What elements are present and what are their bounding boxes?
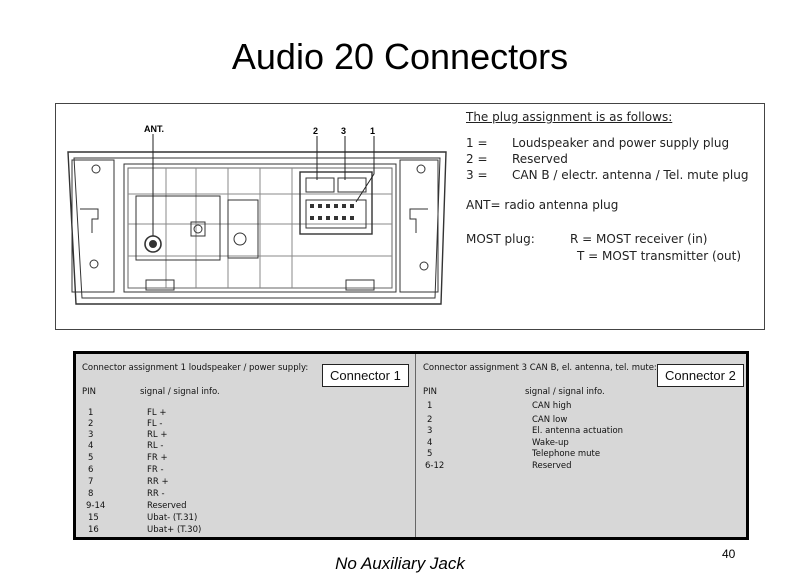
legend-item-number: 2 = (466, 152, 488, 166)
signal-cell: FL + (147, 408, 167, 418)
table-row: 1 CAN high (417, 401, 746, 412)
table-row: 6 FR - (76, 465, 415, 476)
table-row: 5 Telephone mute (417, 449, 746, 460)
connector-2-signal-header: signal / signal info. (525, 387, 605, 397)
pin-cell: 1 (427, 401, 433, 411)
signal-cell: RL + (147, 430, 168, 440)
most-values: R = MOST receiver (in) T = MOST transmit… (570, 232, 741, 263)
table-row: 15 Ubat- (T.31) (76, 513, 415, 524)
signal-cell: FR - (147, 465, 164, 475)
table-row: 3 RL + (76, 430, 415, 441)
legend-antenna: ANT= radio antenna plug (466, 198, 619, 212)
pin-cell: 5 (427, 449, 433, 459)
table-row: 9-14 Reserved (76, 501, 415, 512)
callout-2: 2 (313, 126, 318, 136)
pin-cell: 6 (88, 465, 94, 475)
table-row: 4 RL - (76, 441, 415, 452)
pin-cell: 8 (88, 489, 94, 499)
table-row: 3 El. antenna actuation (417, 426, 746, 437)
connector-1-label: Connector 1 (322, 364, 409, 387)
signal-cell: Telephone mute (532, 449, 601, 459)
signal-cell: RL - (147, 441, 164, 451)
connector-2-column: Connector assignment 3 CAN B, el. antenn… (417, 354, 746, 537)
unit-rear-diagram-panel: ANT. 2 3 1 The plug assignment is as fol… (55, 103, 765, 330)
connector-1-pin-header: PIN (82, 387, 96, 397)
pin-cell: 5 (88, 453, 94, 463)
pin-cell: 4 (427, 438, 433, 448)
table-row: 7 RR + (76, 477, 415, 488)
legend-item-number: 3 = (466, 168, 488, 182)
pin-cell: 3 (88, 430, 94, 440)
pin-cell: 2 (88, 419, 94, 429)
most-key: MOST plug: (466, 232, 535, 246)
unit-rear-drawing: ANT. 2 3 1 (67, 124, 447, 305)
signal-cell: Ubat+ (T.30) (147, 525, 202, 535)
plug-assignment-legend: The plug assignment is as follows: 1 = L… (466, 110, 766, 263)
legend-item: 1 = Loudspeaker and power supply plug (466, 136, 766, 150)
callout-1: 1 (370, 126, 375, 136)
callout-3: 3 (341, 126, 346, 136)
connector-2-heading: Connector assignment 3 CAN B, el. antenn… (423, 363, 657, 373)
table-row: 4 Wake-up (417, 438, 746, 449)
signal-cell: Wake-up (532, 438, 569, 448)
legend-item: 3 = CAN B / electr. antenna / Tel. mute … (466, 168, 766, 182)
signal-cell: Reserved (147, 501, 187, 511)
pin-cell: 16 (88, 525, 99, 535)
connector-2-pin-header: PIN (423, 387, 437, 397)
most-receiver: R = MOST receiver (in) (570, 232, 708, 246)
signal-cell: FL - (147, 419, 163, 429)
pin-cell: 7 (88, 477, 94, 487)
connector-assignment-table: Connector assignment 1 loudspeaker / pow… (73, 351, 749, 540)
legend-item-number: 1 = (466, 136, 488, 150)
signal-cell: RR + (147, 477, 169, 487)
legend-item-text: CAN B / electr. antenna / Tel. mute plug (512, 168, 749, 182)
table-row: 5 FR + (76, 453, 415, 464)
pin-cell: 2 (427, 415, 433, 425)
legend-heading: The plug assignment is as follows: (466, 110, 673, 124)
footer-note: No Auxiliary Jack (335, 554, 465, 573)
table-row: 6-12 Reserved (417, 461, 746, 472)
signal-cell: El. antenna actuation (532, 426, 624, 436)
pin-cell: 9-14 (86, 501, 106, 511)
signal-cell: CAN high (532, 401, 572, 411)
legend-item-text: Reserved (512, 152, 568, 166)
signal-cell: CAN low (532, 415, 568, 425)
connector-1-heading: Connector assignment 1 loudspeaker / pow… (82, 363, 309, 373)
pin-cell: 3 (427, 426, 433, 436)
connector-2-label: Connector 2 (657, 364, 744, 387)
signal-cell: Reserved (532, 461, 572, 471)
callout-ant: ANT. (144, 124, 164, 134)
page-number: 40 (722, 547, 736, 561)
connector-1-signal-header: signal / signal info. (140, 387, 220, 397)
pin-cell: 15 (88, 513, 99, 523)
legend-most: MOST plug: R = MOST receiver (in) T = MO… (466, 232, 766, 263)
pin-cell: 4 (88, 441, 94, 451)
pin-cell: 6-12 (425, 461, 445, 471)
signal-cell: FR + (147, 453, 168, 463)
page-title: Audio 20 Connectors (231, 36, 569, 77)
table-row: 2 FL - (76, 419, 415, 430)
connector-1-column: Connector assignment 1 loudspeaker / pow… (76, 354, 416, 537)
signal-cell: RR - (147, 489, 165, 499)
legend-item: 2 = Reserved (466, 152, 766, 166)
most-transmitter: T = MOST transmitter (out) (577, 249, 742, 263)
table-row: 1 FL + (76, 408, 415, 419)
table-row: 8 RR - (76, 489, 415, 500)
table-row: 16 Ubat+ (T.30) (76, 525, 415, 536)
legend-item-text: Loudspeaker and power supply plug (512, 136, 730, 150)
pin-cell: 1 (88, 408, 94, 418)
signal-cell: Ubat- (T.31) (147, 513, 198, 523)
table-row: 2 CAN low (417, 415, 746, 426)
